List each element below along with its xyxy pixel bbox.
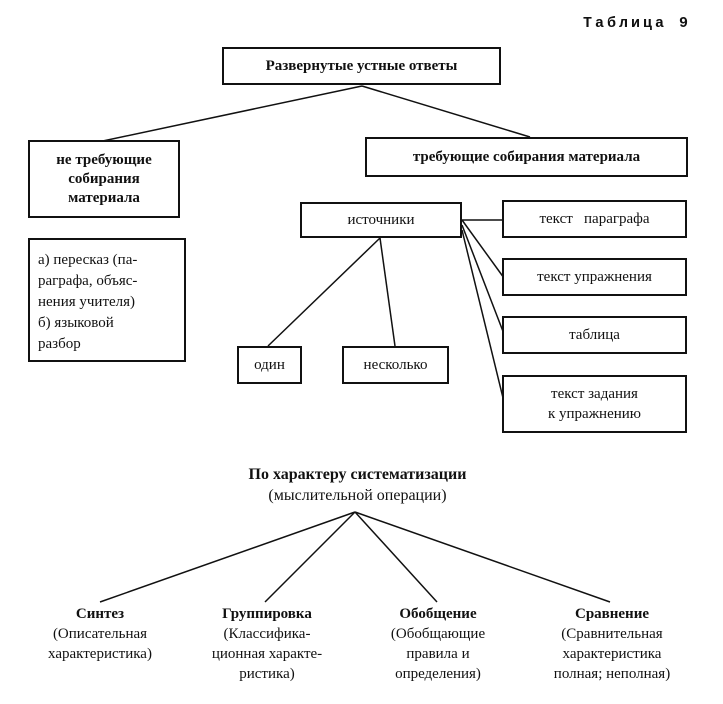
systematization-item-line: правила и: [406, 646, 470, 662]
source-type-box: текст параграфа: [502, 200, 687, 238]
examples-box: а) пересказ (па- раграфа, объяс- нения у…: [28, 238, 186, 362]
systematization-item-line: характеристика): [48, 646, 152, 662]
systematization-item-name: Обобщение: [399, 606, 477, 622]
source-count-several: несколько: [363, 356, 428, 373]
branch-not-requiring-line: собирания: [68, 170, 140, 187]
source-type-box: текст задания к упражнению: [502, 375, 687, 433]
connector-root-left: [97, 85, 363, 143]
sources-label: источники: [347, 211, 415, 228]
table-label: Таблица 9: [582, 15, 691, 32]
systematization-item-line: определения): [395, 666, 481, 682]
branch-not-requiring-line: не требующие: [56, 151, 152, 168]
connector-sys-grouping: [264, 511, 356, 603]
systematization-item-name: Синтез: [75, 606, 125, 622]
connector-sys-generalization: [354, 511, 438, 603]
systematization-item-line: ционная характе-: [211, 646, 323, 662]
connector-sources-type-2: [461, 219, 505, 279]
connector-sys-comparison: [354, 511, 611, 603]
systematization-item-line: (Описательная: [52, 626, 148, 642]
systematization-item-name: Группировка: [222, 606, 312, 622]
example-line: б) языковой: [38, 315, 114, 331]
branch-not-requiring-box: не требующие собирания материала: [28, 140, 180, 218]
source-type-line: текст задания: [551, 386, 638, 402]
sources-box: источники: [300, 202, 462, 238]
example-line: разбор: [38, 336, 81, 352]
source-type-box: текст упражнения: [502, 258, 687, 296]
source-type-line: текст упражнения: [537, 268, 652, 285]
systematization-title: По характеру систематизации: [248, 466, 467, 483]
connector-sys-synthesis: [99, 511, 356, 603]
systematization-item-line: ристика): [239, 666, 295, 682]
systematization-item-name: Сравнение: [574, 606, 650, 622]
root-title: Развернутые устные ответы: [265, 57, 458, 74]
root-box: Развернутые устные ответы: [222, 47, 501, 85]
connector-sources-type-3: [461, 224, 505, 335]
branch-requiring-box: требующие собирания материала: [365, 137, 688, 177]
example-line: раграфа, объяс-: [38, 273, 138, 289]
branch-not-requiring-line: материала: [68, 189, 140, 206]
connector-sources-one: [267, 237, 381, 347]
systematization-item-grouping: Группировка (Классифика- ционная характе…: [192, 604, 342, 684]
example-line: нения учителя): [38, 294, 136, 310]
example-line: а) пересказ (па-: [38, 252, 138, 268]
systematization-item-line: (Обобщающие: [390, 626, 486, 642]
systematization-item-comparison: Сравнение (Сравнительная характеристика …: [527, 604, 697, 684]
source-type-line: текст параграфа: [539, 210, 650, 227]
systematization-item-line: полная; неполная): [553, 666, 671, 682]
systematization-item-generalization: Обобщение (Обобщающие правила и определе…: [368, 604, 508, 684]
connector-sources-several: [379, 237, 396, 347]
systematization-subtitle: (мыслительной операции): [268, 487, 447, 504]
systematization-item-line: (Классифика-: [223, 626, 311, 642]
connector-root-right: [361, 85, 531, 138]
source-type-box: таблица: [502, 316, 687, 354]
source-type-line: к упражнению: [547, 406, 642, 422]
systematization-item-line: (Сравнительная: [561, 626, 663, 642]
source-count-one: один: [254, 356, 285, 373]
source-count-several-box: несколько: [342, 346, 449, 384]
systematization-item-synthesis: Синтез (Описательная характеристика): [20, 604, 180, 664]
connector-sources-type-4: [461, 229, 505, 403]
branch-requiring-title: требующие собирания материала: [412, 148, 641, 165]
source-type-line: таблица: [569, 326, 620, 343]
systematization-item-line: характеристика: [562, 646, 662, 662]
source-count-one-box: один: [237, 346, 302, 384]
systematization-heading: По характеру систематизации (мыслительно…: [190, 464, 525, 506]
